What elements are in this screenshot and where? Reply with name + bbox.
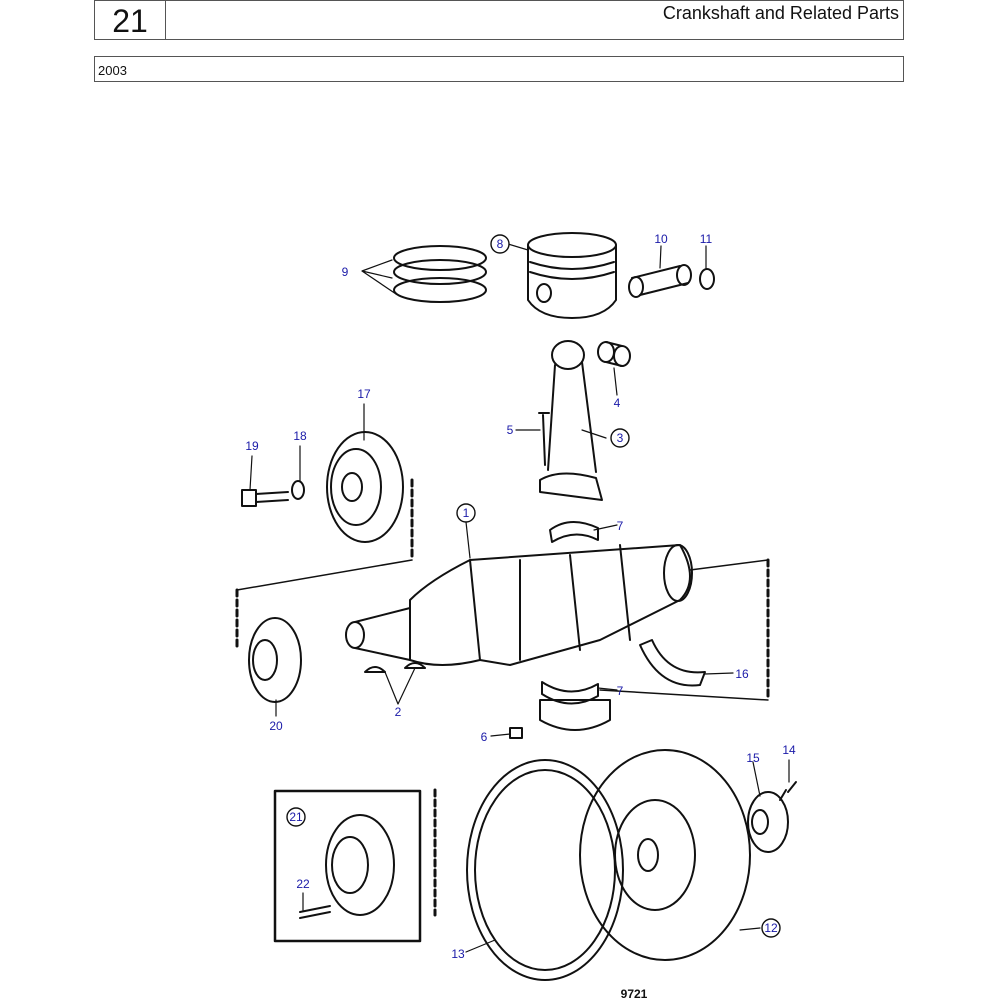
woodruff-keys[interactable] (364, 662, 426, 673)
label-2: 2 (395, 705, 402, 719)
label-1: 1 (463, 506, 470, 520)
flange-bolt[interactable] (779, 781, 797, 801)
label-15: 15 (746, 751, 760, 765)
thrust-bearing[interactable] (639, 639, 706, 687)
alt-pulley[interactable] (325, 814, 395, 916)
nut[interactable] (509, 727, 523, 739)
label-9: 9 (342, 265, 349, 279)
label-5: 5 (507, 423, 514, 437)
label-8: 8 (497, 237, 504, 251)
piston-rings[interactable] (393, 245, 487, 303)
figure-reference: 9721 (621, 987, 648, 1000)
small-end-bushing[interactable] (597, 341, 631, 367)
inset-frame (273, 789, 422, 943)
label-13: 13 (451, 947, 465, 961)
label-17: 17 (357, 387, 371, 401)
label-3: 3 (617, 431, 624, 445)
main-bearing-cap[interactable] (539, 699, 611, 731)
header-box: 21 Crankshaft and Related Parts (94, 0, 904, 40)
pulley-bolt[interactable] (241, 489, 289, 507)
piston-pin[interactable] (628, 264, 692, 298)
label-7-upper: 7 (617, 519, 624, 533)
label-12: 12 (764, 921, 778, 935)
piston[interactable] (527, 232, 617, 319)
page-title: Crankshaft and Related Parts (662, 3, 899, 23)
washer[interactable] (291, 480, 305, 500)
flange[interactable] (747, 791, 789, 853)
label-6: 6 (481, 730, 488, 744)
label-18: 18 (293, 429, 307, 443)
label-4: 4 (614, 396, 621, 410)
connecting-rod[interactable] (539, 340, 603, 501)
ring-gear[interactable] (466, 759, 624, 981)
label-20: 20 (269, 719, 283, 733)
bearing-shell-upper[interactable] (549, 521, 599, 543)
label-10: 10 (654, 232, 668, 246)
label-11: 11 (700, 232, 713, 246)
label-7-lower: 7 (617, 684, 624, 698)
label-14: 14 (782, 743, 796, 757)
label-21: 21 (289, 810, 303, 824)
flywheel[interactable] (579, 749, 751, 961)
alt-pulley-bolt[interactable] (299, 905, 331, 919)
year-box: 2003 (94, 56, 904, 82)
crank-pulley[interactable] (326, 431, 404, 543)
con-rod-bolt[interactable] (538, 412, 550, 466)
label-16: 16 (735, 667, 749, 681)
label-22: 22 (296, 877, 310, 891)
timing-gear[interactable] (248, 617, 302, 703)
circlip[interactable] (699, 268, 715, 290)
label-19: 19 (245, 439, 259, 453)
crankshaft[interactable] (345, 544, 693, 666)
section-number: 21 (95, 1, 166, 39)
